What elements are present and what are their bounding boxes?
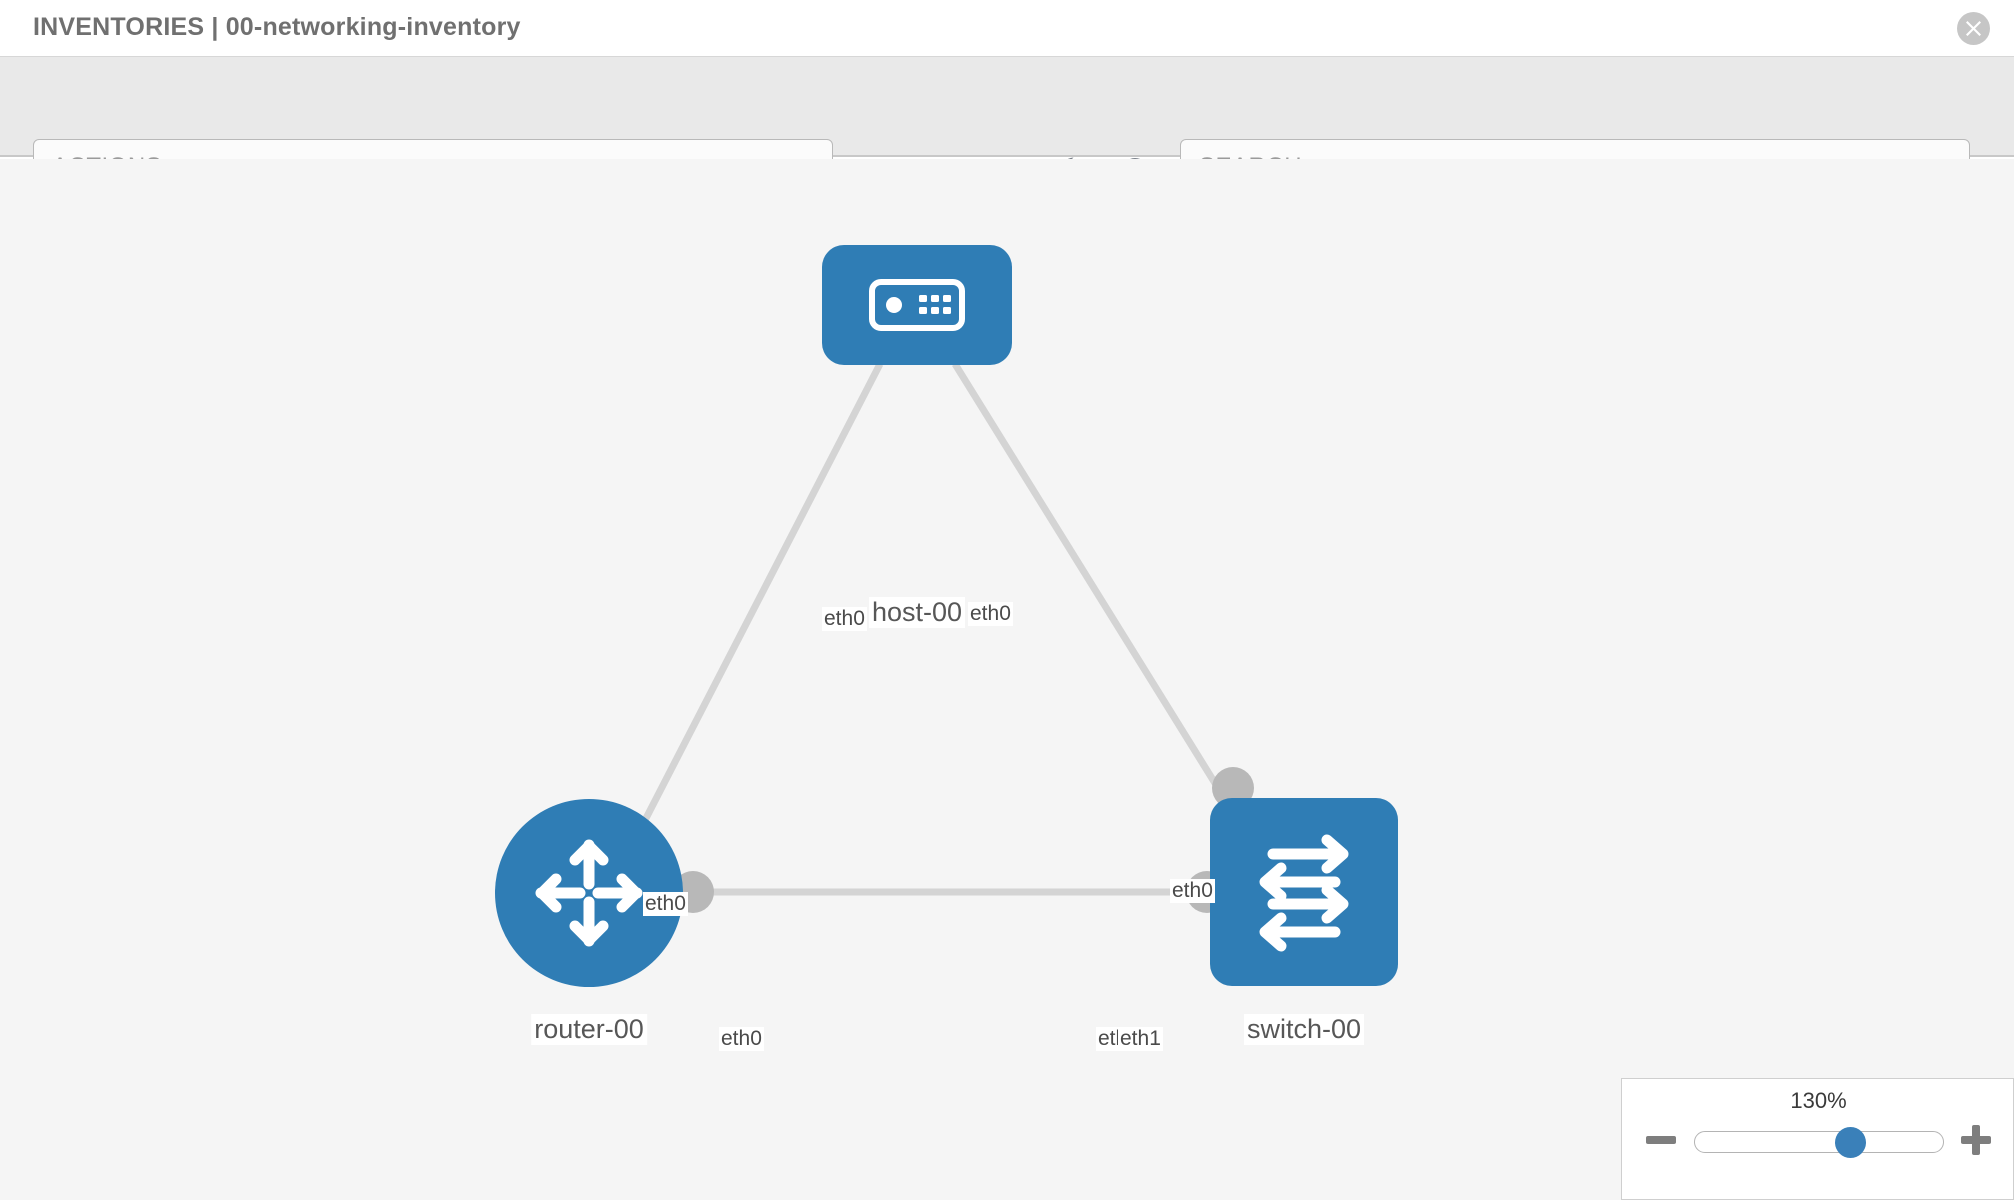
topology-canvas[interactable]: host-00 router-00	[0, 159, 2014, 1200]
iface-label-host-right: eth0	[968, 602, 1013, 626]
iface-label-router-up: eth0	[643, 892, 688, 916]
zoom-slider-track[interactable]	[1694, 1127, 1944, 1158]
node-label-host-00: host-00	[868, 597, 966, 628]
page-title: INVENTORIES | 00-networking-inventory	[33, 13, 521, 41]
link-host-router	[621, 362, 884, 861]
iface-label-host-left: eth0	[822, 607, 867, 631]
iface-label-router-right: eth0	[719, 1027, 764, 1051]
plus-icon[interactable]	[1959, 1123, 1993, 1157]
toolbar: ACTIONS SEARCH	[0, 57, 2014, 195]
topology-links	[621, 362, 1265, 896]
server-icon	[869, 279, 965, 331]
node-label-switch-00: switch-00	[1243, 1014, 1365, 1045]
node-host-00[interactable]	[822, 245, 1012, 365]
iface-label-switch-left: eth1	[1118, 1027, 1163, 1051]
iface-label-switch-up: eth0	[1170, 879, 1215, 903]
link-host-switch	[952, 362, 1265, 861]
minus-icon[interactable]	[1644, 1123, 1678, 1157]
zoom-level-value: 130%	[1790, 1088, 1847, 1113]
node-label-router-00: router-00	[531, 1014, 647, 1045]
zoom-slider-thumb[interactable]	[1835, 1127, 1866, 1158]
node-switch-00[interactable]	[1210, 798, 1398, 986]
page-header: INVENTORIES | 00-networking-inventory	[0, 0, 2014, 57]
close-icon[interactable]	[1957, 12, 1990, 45]
switch-arrows-icon	[1259, 834, 1349, 952]
router-arrows-icon	[535, 839, 643, 947]
zoom-control-panel: 130%	[1621, 1078, 2014, 1200]
